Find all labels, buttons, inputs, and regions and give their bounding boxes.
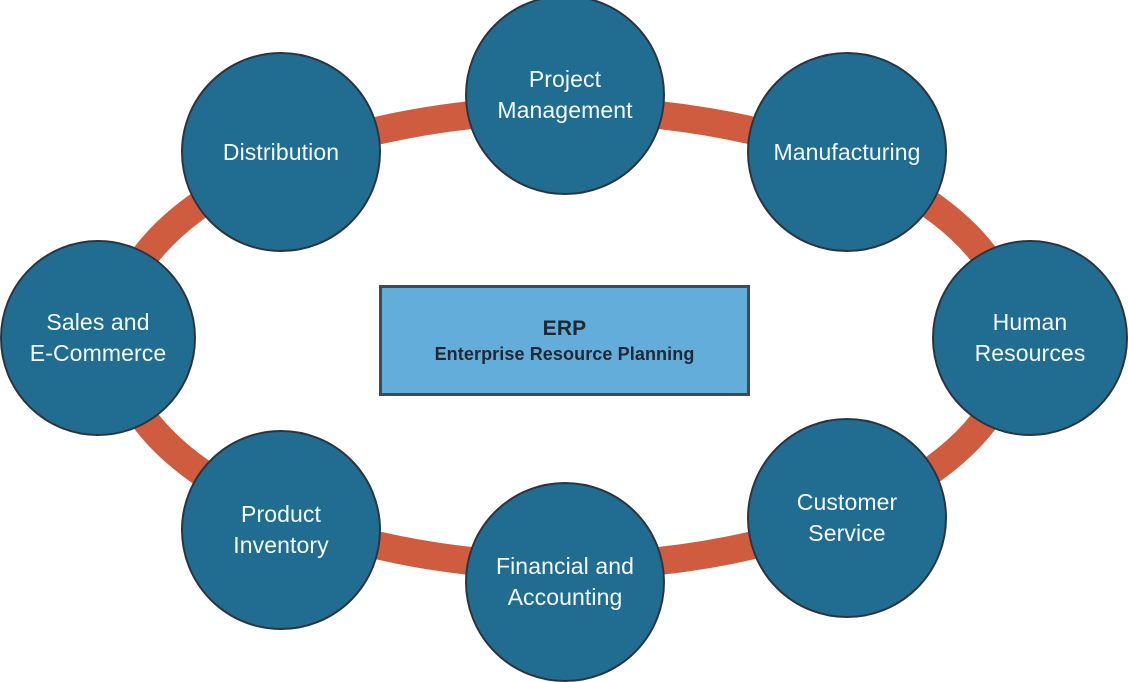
erp-full-name: Enterprise Resource Planning	[434, 343, 695, 364]
node-financial-and-accounting[interactable]: Financial and Accounting	[465, 482, 665, 682]
node-label: Manufacturing	[773, 138, 921, 165]
node-distribution[interactable]: Distribution	[181, 52, 381, 252]
node-label: Financial and Accounting	[495, 553, 635, 610]
erp-acronym: ERP	[542, 316, 587, 340]
node-project-management[interactable]: Project Management	[465, 0, 665, 195]
erp-center-box: ERP Enterprise Resource Planning	[379, 285, 750, 396]
node-label: Product Inventory	[233, 501, 329, 558]
node-label: Customer Service	[796, 489, 898, 546]
node-customer-service[interactable]: Customer Service	[747, 418, 947, 618]
node-product-inventory[interactable]: Product Inventory	[181, 430, 381, 630]
node-manufacturing[interactable]: Manufacturing	[747, 52, 947, 252]
node-label: Sales and E-Commerce	[29, 309, 167, 366]
node-sales-and-e-commerce[interactable]: Sales and E-Commerce	[0, 240, 196, 436]
node-label: Distribution	[222, 138, 340, 165]
node-label: Project Management	[497, 66, 633, 123]
node-label: Human Resources	[974, 309, 1086, 366]
node-human-resources[interactable]: Human Resources	[932, 240, 1128, 436]
